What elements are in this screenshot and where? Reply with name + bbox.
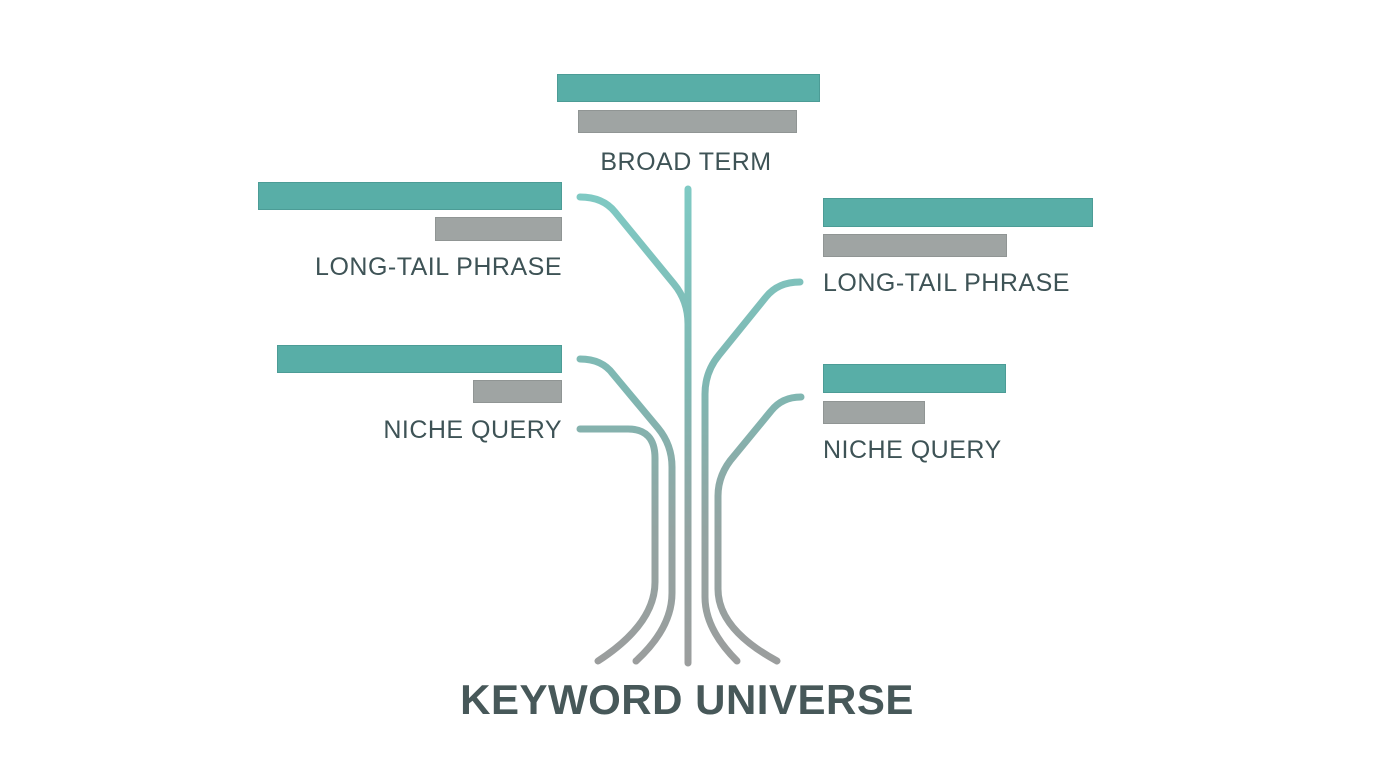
long-tail-left-label: LONG-TAIL PHRASE xyxy=(315,253,562,281)
long-tail-left-volume-bar xyxy=(258,182,562,210)
long-tail-right-secondary-bar xyxy=(823,234,1007,257)
branch-niche-left-line-2 xyxy=(576,425,659,665)
branch-long-tail-left-line xyxy=(576,193,692,328)
long-tail-right-label: LONG-TAIL PHRASE xyxy=(823,269,1070,297)
diagram-title: KEYWORD UNIVERSE xyxy=(460,676,914,723)
niche-left-volume-bar xyxy=(277,345,562,373)
branch-niche-right-line xyxy=(714,393,805,665)
niche-right-label: NICHE QUERY xyxy=(823,436,1002,464)
long-tail-left-secondary-bar xyxy=(435,217,562,241)
niche-right-volume-bar xyxy=(823,364,1006,393)
long-tail-right-volume-bar xyxy=(823,198,1093,227)
branch-long-tail-right-line xyxy=(701,278,804,665)
niche-left-secondary-bar xyxy=(473,380,562,403)
broad-term-label: BROAD TERM xyxy=(600,148,772,176)
broad-term-volume-bar xyxy=(557,74,820,102)
branch-niche-left-line-1 xyxy=(576,355,676,665)
niche-left-label: NICHE QUERY xyxy=(383,416,562,444)
broad-term-secondary-bar xyxy=(578,110,797,133)
niche-right-secondary-bar xyxy=(823,401,925,424)
